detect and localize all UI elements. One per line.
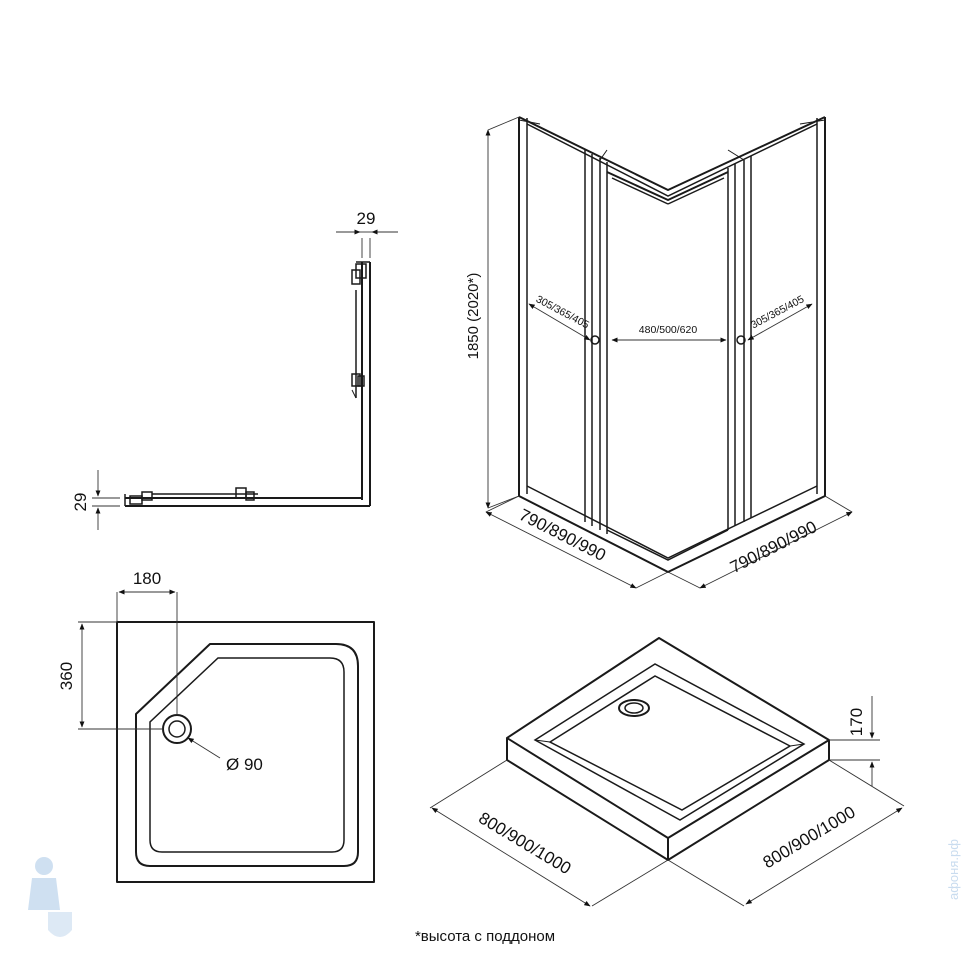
dim-drain-offset-x: 180 [133, 569, 161, 588]
dim-width-right: 790/890/990 [727, 517, 820, 577]
tray-plan-view: 180 360 Ø 90 [57, 569, 375, 883]
dim-height: 1850 (2020*) [465, 273, 482, 360]
dim-drain-offset-y: 360 [57, 662, 76, 690]
dim-door-center: 480/500/620 [639, 324, 698, 336]
footnote: *высота с поддоном [414, 928, 556, 945]
dim-profile-top: 29 [357, 209, 376, 228]
dim-tray-height: 170 [847, 708, 866, 736]
dim-tray-width-left: 800/900/1000 [475, 808, 574, 878]
dim-profile-side: 29 [71, 493, 90, 512]
tray-perspective: 170 800/900/1000 800/900/1000 [429, 637, 905, 907]
watermark-plumber-logo [28, 857, 72, 937]
dim-drain-diameter: Ø 90 [226, 755, 263, 774]
watermark-text: афоня.рф [946, 839, 961, 900]
enclosure-perspective: 305/365/405 480/500/620 305/365/405 1850… [465, 116, 853, 589]
profile-plan-view: 29 29 [71, 209, 398, 530]
dim-tray-width-right: 800/900/1000 [760, 802, 859, 872]
